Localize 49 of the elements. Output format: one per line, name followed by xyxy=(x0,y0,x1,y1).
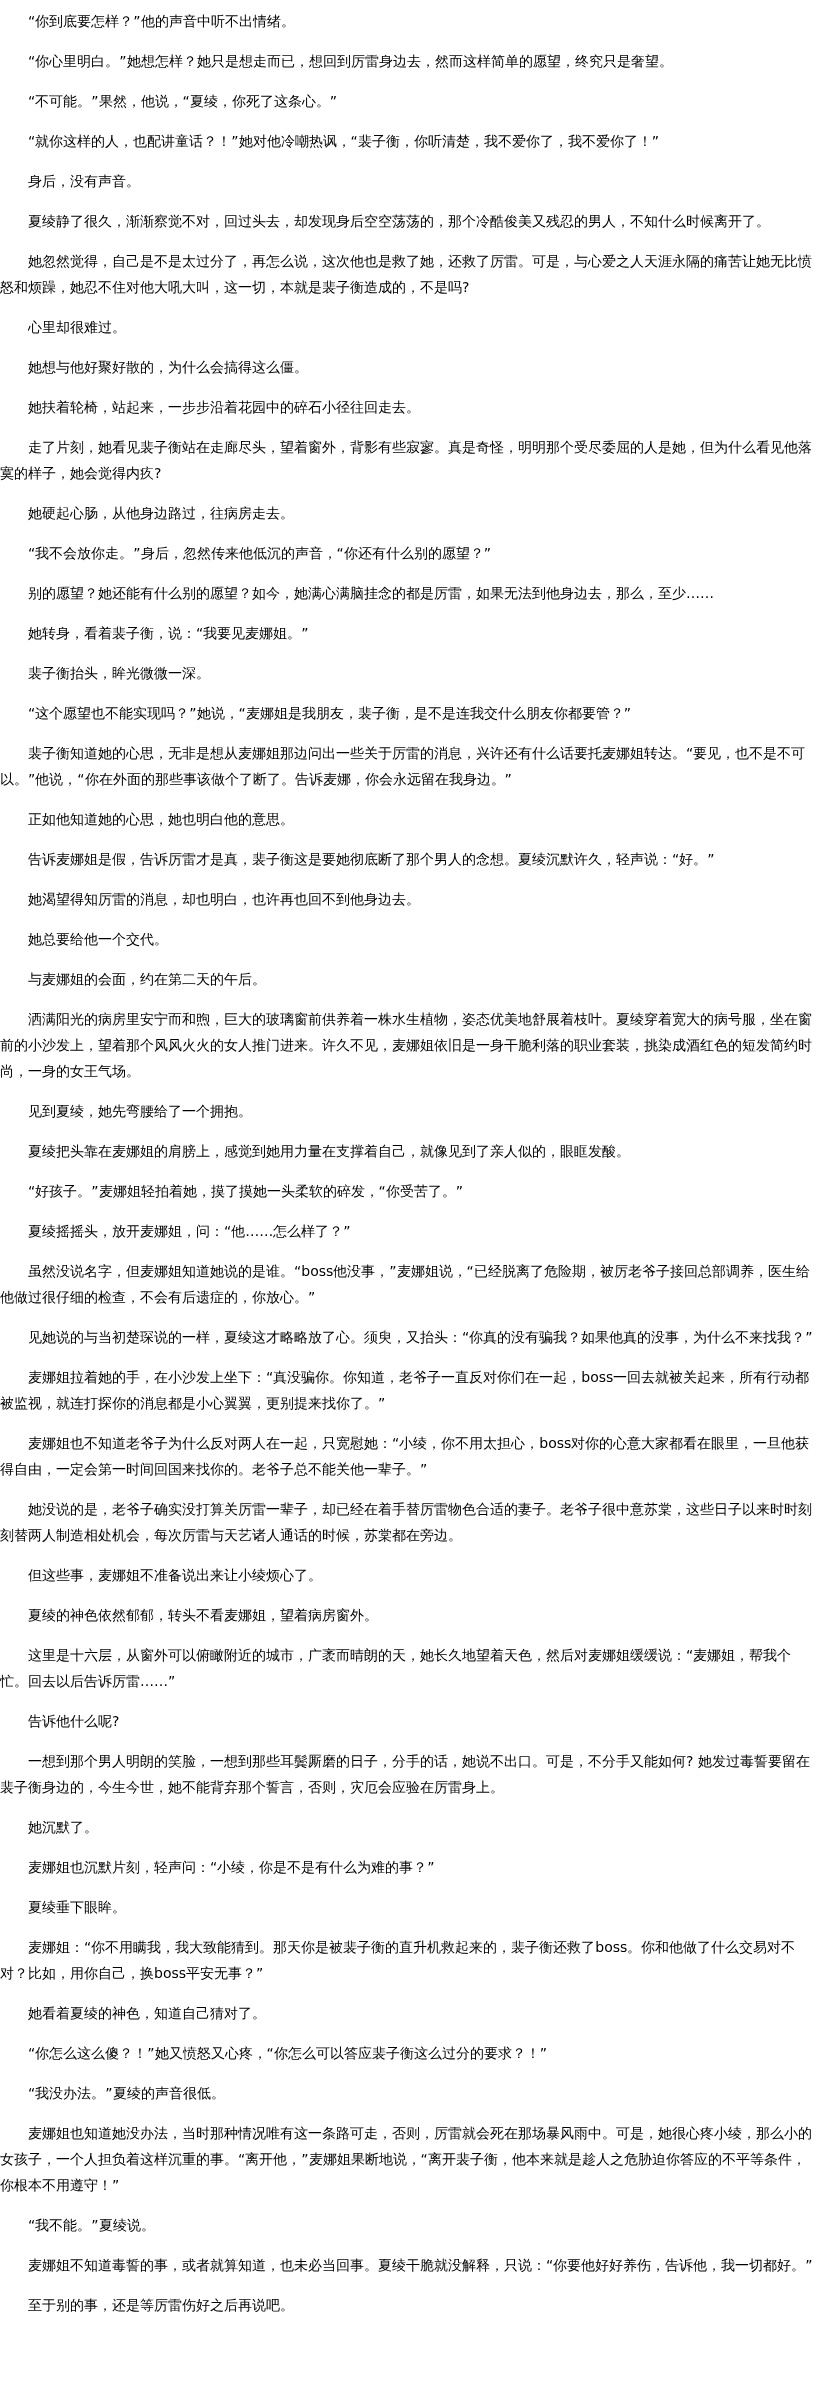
paragraph: 洒满阳光的病房里安宁而和煦，巨大的玻璃窗前供养着一株水生植物，姿态优美地舒展着枝叶。夏绫穿着宽大的病号服，坐在窗前的小沙发上，望着那个风风火火的女人推门进来。许久不见，麦娜姐依旧是一身干脆利落的职业套装，挑染成酒红色的短发简约时尚，一身的女王气场。 xyxy=(0,1010,813,1081)
paragraph: 这里是十六层，从窗外可以俯瞰附近的城市，广袤而晴朗的天，她长久地望着天色，然后对麦娜姐缓缓说：“麦娜姐，帮我个忙。回去以后告诉厉雷……” xyxy=(0,1646,793,1691)
paragraph: 麦娜姐也不知道老爷子为什么反对两人在一起，只宽慰她：“小绫，你不用太担心，boss对你的心意大家都看在眼里，一旦他获得自由，一定会第一时间回国来找你的。老爷子总不能关他一辈子。” xyxy=(0,1434,811,1479)
paragraph: 她看着夏绫的神色，知道自己猜对了。 xyxy=(27,2004,267,2023)
paragraph: 夏绫的神色依然郁郁，转头不看麦娜姐，望着病房窗外。 xyxy=(27,1606,379,1625)
paragraph: 见她说的与当初楚琛说的一样，夏绫这才略略放了心。须臾，又抬头：“你真的没有骗我？如果他真的没事，为什么不来找我？” xyxy=(27,1328,814,1347)
paragraph: 至于别的事，还是等厉雷伤好之后再说吧。 xyxy=(27,2296,295,2315)
paragraph: 告诉他什么呢? xyxy=(27,1712,121,1731)
paragraph: 她忽然觉得，自己是不是太过分了，再怎么说，这次他也是救了她，还救了厉雷。可是，与心爱之人天涯永隔的痛苦让她无比愤怒和烦躁，她忍不住对他大吼大叫，这一切，本就是裴子衡造成的，不是吗? xyxy=(0,252,813,297)
paragraph: 裴子衡知道她的心思，无非是想从麦娜姐那边问出一些关于厉雷的消息，兴许还有什么话要托麦娜姐转达。“要见，也不是不可以。”他说，“你在外面的那些事该做个了断了。告诉麦娜，你会永远留在我身边。” xyxy=(0,744,807,789)
paragraph: “好孩子。”麦娜姐轻拍着她，摸了摸她一头柔软的碎发，“你受苦了。” xyxy=(27,1182,464,1201)
paragraph: 她渴望得知厉雷的消息，却也明白，也许再也回不到他身边去。 xyxy=(27,890,421,909)
paragraph: 麦娜姐也知道她没办法，当时那种情况唯有这一条路可走，否则，厉雷就会死在那场暴风雨中。可是，她很心疼小绫，那么小的女孩子，一个人担负着这样沉重的事。“离开他，”麦娜姐果断地说，“离开裴子衡，他本来就是趁人之危胁迫你答应的不平等条件，你根本不用遵守！” xyxy=(0,2124,813,2195)
paragraph: 身后，没有声音。 xyxy=(27,172,141,191)
paragraph: “我不能。”夏绫说。 xyxy=(27,2216,156,2235)
paragraph: 她想与他好聚好散的，为什么会搞得这么僵。 xyxy=(27,358,309,377)
paragraph: “你到底要怎样？”他的声音中听不出情绪。 xyxy=(27,12,296,31)
paragraph: “你怎么这么傻？！”她又愤怒又心疼，“你怎么可以答应裴子衡这么过分的要求？！” xyxy=(27,2044,548,2063)
paragraph: 虽然没说名字，但麦娜姐知道她说的是谁。“boss他没事，”麦娜姐说，“已经脱离了危险期，被厉老爷子接回总部调养，医生给他做过很仔细的检查，不会有后遗症的，你放心。” xyxy=(0,1262,811,1307)
paragraph: 别的愿望？她还能有什么别的愿望？如今，她满心满脑挂念的都是厉雷，如果无法到他身边去，那么，至少…… xyxy=(27,584,715,603)
paragraph: 但这些事，麦娜姐不准备说出来让小绫烦心了。 xyxy=(27,1566,323,1585)
paragraph: 她扶着轮椅，站起来，一步步沿着花园中的碎石小径往回走去。 xyxy=(27,398,421,417)
paragraph: 她没说的是，老爷子确实没打算关厉雷一辈子，却已经在着手替厉雷物色合适的妻子。老爷子很中意苏棠，这些日子以来时时刻刻替两人制造相处机会，每次厉雷与天艺诸人通话的时候，苏棠都在旁边。 xyxy=(0,1500,813,1545)
paragraph: 麦娜姐：“你不用瞒我，我大致能猜到。那天你是被裴子衡的直升机救起来的，裴子衡还救了boss。你和他做了什么交易对不对？比如，用你自己，换boss平安无事？” xyxy=(0,1938,797,1983)
paragraph: 夏绫静了很久，渐渐察觉不对，回过头去，却发现身后空空荡荡的，那个冷酷俊美又残忍的男人，不知什么时候离开了。 xyxy=(27,212,771,231)
paragraph: 告诉麦娜姐是假，告诉厉雷才是真，裴子衡这是要她彻底断了那个男人的念想。夏绫沉默许久，轻声说：“好。” xyxy=(27,850,716,869)
paragraph: “我不会放你走。”身后，忽然传来他低沉的声音，“你还有什么别的愿望？” xyxy=(27,544,492,563)
paragraph: 一想到那个男人明朗的笑脸，一想到那些耳鬓厮磨的日子，分手的话，她说不出口。可是，不分手又能如何? 她发过毒誓要留在裴子衡身边的，今生今世，她不能背弃那个誓言，否则，灾厄会应验在厉雷身上。 xyxy=(0,1752,811,1797)
paragraph: “不可能。”果然，他说，“夏绫，你死了这条心。” xyxy=(27,92,338,111)
paragraph: 她总要给他一个交代。 xyxy=(27,930,169,949)
paragraph: “就你这样的人，也配讲童话？！”她对他冷嘲热讽，“裴子衡，你听清楚，我不爱你了，我不爱你了！” xyxy=(27,132,660,151)
paragraph: 麦娜姐不知道毒誓的事，或者就算知道，也未必当回事。夏绫干脆就没解释，只说：“你要他好好养伤，告诉他，我一切都好。” xyxy=(27,2256,814,2275)
paragraph: 心里却很难过。 xyxy=(27,318,127,337)
paragraph: 夏绫摇摇头，放开麦娜姐，问：“他……怎么样了？” xyxy=(27,1222,352,1241)
paragraph: 麦娜姐也沉默片刻，轻声问：“小绫，你是不是有什么为难的事？” xyxy=(27,1858,436,1877)
paragraph: 见到夏绫，她先弯腰给了一个拥抱。 xyxy=(27,1102,253,1121)
paragraph: “我没办法。”夏绫的声音很低。 xyxy=(27,2084,226,2103)
paragraph: 她转身，看着裴子衡，说：“我要见麦娜姐。” xyxy=(27,624,310,643)
paragraph: “你心里明白。”她想怎样？她只是想走而已，想回到厉雷身边去，然而这样简单的愿望，终究只是奢望。 xyxy=(27,52,674,71)
paragraph: 走了片刻，她看见裴子衡站在走廊尽头，望着窗外，背影有些寂寥。真是奇怪，明明那个受尽委屈的人是她，但为什么看见他落寞的样子，她会觉得内疚? xyxy=(0,438,813,483)
paragraph: 与麦娜姐的会面，约在第二天的午后。 xyxy=(27,970,267,989)
paragraph: 她硬起心肠，从他身边路过，往病房走去。 xyxy=(27,504,295,523)
paragraph: 她沉默了。 xyxy=(27,1818,99,1837)
paragraph: 夏绫垂下眼眸。 xyxy=(27,1898,127,1917)
paragraph: 麦娜姐拉着她的手，在小沙发上坐下：“真没骗你。你知道，老爷子一直反对你们在一起，boss一回去就被关起来，所有行动都被监视，就连打探你的消息都是小心翼翼，更别提来找你了。” xyxy=(0,1368,811,1413)
paragraph: “这个愿望也不能实现吗？”她说，“麦娜姐是我朋友，裴子衡，是不是连我交什么朋友你都要管？” xyxy=(27,704,632,723)
paragraph: 夏绫把头靠在麦娜姐的肩膀上，感觉到她用力量在支撑着自己，就像见到了亲人似的，眼眶发酸。 xyxy=(27,1142,631,1161)
paragraph: 正如他知道她的心思，她也明白他的意思。 xyxy=(27,810,295,829)
paragraph: 裴子衡抬头，眸光微微一深。 xyxy=(27,664,211,683)
